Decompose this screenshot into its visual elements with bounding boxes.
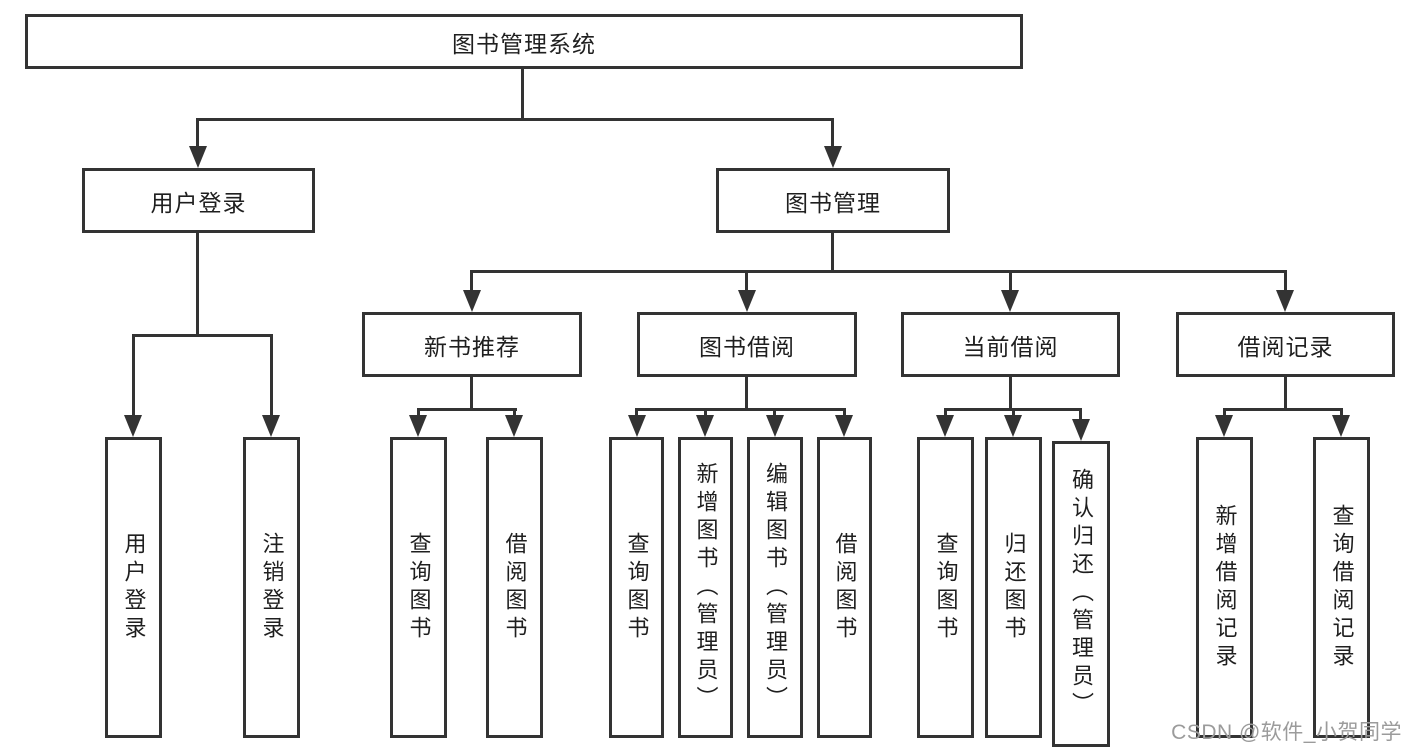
connector-user-login-stem (196, 233, 199, 334)
connector-book-borrow-stem (745, 377, 748, 408)
connector-borrow-records-stem (1284, 377, 1287, 408)
node-leaf-return-books: 归还图书 (985, 437, 1042, 738)
connector-drop (1223, 408, 1226, 418)
arrow-down-icon (463, 290, 481, 312)
connector-drop-user-login (196, 118, 199, 148)
connector-drop (944, 408, 947, 418)
connector-drop (704, 408, 707, 418)
connector-current-borrow-stem (1009, 377, 1012, 408)
arrow-down-icon (505, 415, 523, 437)
arrow-down-icon (189, 146, 207, 168)
arrow-down-icon (738, 290, 756, 312)
arrow-down-icon (936, 415, 954, 437)
connector-book-borrow-bar (635, 408, 845, 411)
arrow-down-icon (1004, 415, 1022, 437)
arrow-down-icon (766, 415, 784, 437)
node-root-library-system: 图书管理系统 (25, 14, 1023, 69)
connector-drop (843, 408, 846, 418)
node-leaf-query-books-cb: 查询图书 (917, 437, 974, 738)
connector-drop-book-borrow (745, 270, 748, 292)
csdn-watermark: CSDN @软件_小贺同学 (1171, 721, 1402, 744)
node-leaf-borrow-books-rec: 借阅图书 (486, 437, 543, 738)
connector-drop-leaf-logout (270, 334, 273, 417)
connector-drop-current-borrow (1009, 270, 1012, 292)
connector-drop-book-mgmt (831, 118, 834, 148)
connector-drop-new-book-rec (470, 270, 473, 292)
node-leaf-query-borrow-record: 查询借阅记录 (1313, 437, 1370, 738)
connector-drop (513, 408, 516, 418)
connector-drop (417, 408, 420, 418)
node-leaf-logout: 注销登录 (243, 437, 300, 738)
connector-drop (1012, 408, 1015, 418)
connector-book-mgmt-bar (470, 270, 1287, 273)
connector-drop (1079, 408, 1082, 422)
arrow-down-icon (1332, 415, 1350, 437)
node-leaf-add-books-admin: 新增图书（管理员） (678, 437, 733, 738)
connector-user-login-bar (132, 334, 273, 337)
node-leaf-query-books-bb: 查询图书 (609, 437, 664, 738)
connector-new-book-rec-bar (417, 408, 517, 411)
arrow-down-icon (1072, 419, 1090, 441)
node-leaf-query-books-rec: 查询图书 (390, 437, 447, 738)
connector-book-mgmt-stem (831, 233, 834, 270)
connector-new-book-rec-stem (470, 377, 473, 408)
connector-root-bar (196, 118, 834, 121)
connector-drop-leaf-user-login (132, 334, 135, 417)
node-leaf-borrow-books-bb: 借阅图书 (817, 437, 872, 738)
arrow-down-icon (409, 415, 427, 437)
node-leaf-edit-books-admin: 编辑图书（管理员） (747, 437, 803, 738)
node-user-login: 用户登录 (82, 168, 315, 233)
node-borrowing-records: 借阅记录 (1176, 312, 1395, 377)
arrow-down-icon (1215, 415, 1233, 437)
node-leaf-add-borrow-record: 新增借阅记录 (1196, 437, 1253, 738)
connector-drop (635, 408, 638, 418)
arrow-down-icon (628, 415, 646, 437)
connector-drop (1340, 408, 1343, 418)
arrow-down-icon (696, 415, 714, 437)
arrow-down-icon (1276, 290, 1294, 312)
node-leaf-user-login: 用户登录 (105, 437, 162, 738)
connector-drop-borrow-records (1284, 270, 1287, 292)
arrow-down-icon (124, 415, 142, 437)
node-leaf-confirm-return-admin: 确认归还（管理员） (1052, 441, 1110, 747)
arrow-down-icon (835, 415, 853, 437)
node-new-book-recommendation: 新书推荐 (362, 312, 582, 377)
arrow-down-icon (824, 146, 842, 168)
connector-drop (773, 408, 776, 418)
arrow-down-icon (1001, 290, 1019, 312)
arrow-down-icon (262, 415, 280, 437)
node-current-borrowing: 当前借阅 (901, 312, 1120, 377)
connector-root-stem (521, 69, 524, 121)
node-book-borrowing: 图书借阅 (637, 312, 857, 377)
node-book-management: 图书管理 (716, 168, 950, 233)
connector-borrow-records-bar (1223, 408, 1343, 411)
